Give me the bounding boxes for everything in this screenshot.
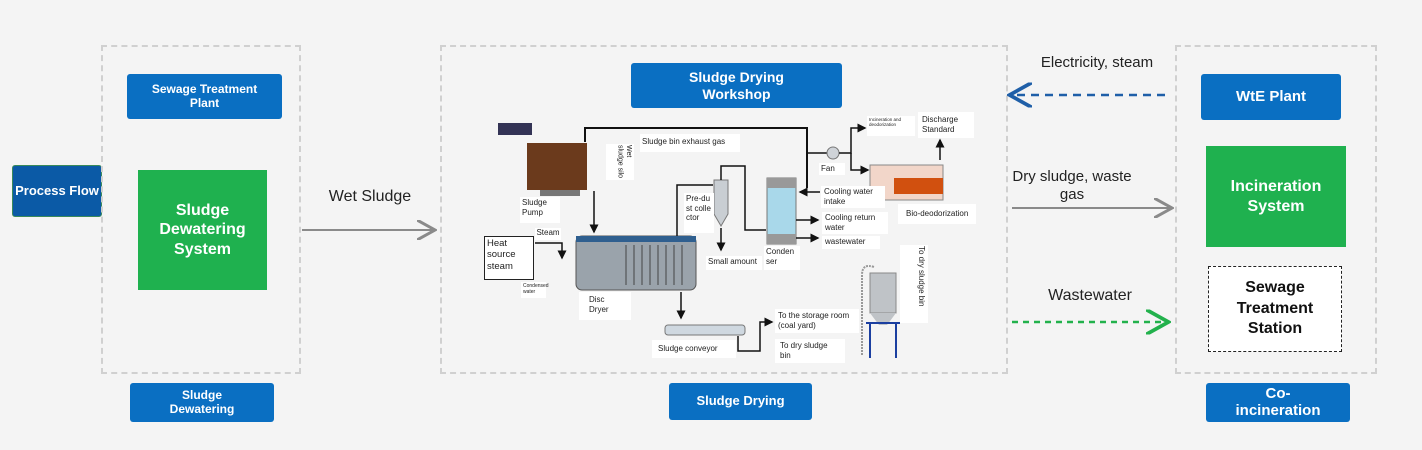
label-sludge-conveyor: Sludge conveyor: [652, 340, 736, 358]
label-steam: Steam: [535, 228, 561, 240]
sludge-dewatering-system: Sludge Dewatering System: [138, 170, 267, 290]
label-discharge-standard: Discharge Standard: [918, 112, 974, 138]
label-pre-dust-collector: Pre-dust collector: [684, 193, 714, 233]
process-schematic: [498, 123, 945, 358]
wte-plant-label: WtE Plant: [1201, 74, 1341, 120]
wet-sludge-label: Wet Sludge: [328, 188, 412, 205]
process-flow-label: Process Flow: [12, 165, 102, 217]
label-sludge-pump: Sludge Pump: [520, 197, 560, 223]
sludge-drying-area: [440, 45, 1008, 374]
wet-sludge-silo-icon: [527, 143, 587, 190]
truck-icon: [498, 123, 532, 135]
label-bio-deodorization: Bio-deodorization: [898, 204, 976, 224]
label-incineration-deodorization: Incineration and deodorization: [867, 116, 915, 136]
label-cooling-water-intake: Cooling water intake: [821, 186, 885, 208]
co-incineration-area: [1175, 45, 1377, 374]
co-incineration-label: Co-incineration: [1206, 383, 1350, 422]
sewage-treatment-plant-label: Sewage Treatment Plant: [127, 74, 282, 119]
label-wet-sludge-silo: Wet sludge silo: [606, 144, 634, 180]
sewage-treatment-station: Sewage Treatment Station: [1208, 266, 1342, 352]
label-to-dry-sludge-bin: To dry sludge bin: [775, 339, 845, 363]
sludge-drying-label: Sludge Drying: [669, 383, 812, 420]
wastewater-label: Wastewater: [1048, 287, 1132, 304]
label-wastewater: wastewater: [822, 236, 880, 249]
sludge-dewatering-label: Sludge Dewatering: [130, 383, 274, 422]
label-small-amount: Small amount: [706, 256, 762, 270]
sludge-conveyor-icon: [664, 324, 746, 336]
fan-icon: [826, 146, 840, 160]
sludge-dewatering-area: [101, 45, 301, 374]
incineration-system: Incineration System: [1206, 146, 1346, 247]
label-disc-dryer: Disc Dryer: [579, 292, 631, 320]
label-cooling-return-water: Cooling return water: [822, 212, 888, 234]
sludge-drying-workshop-label: Sludge Drying Workshop: [631, 63, 842, 108]
dry-sludge-waste-gas-label: Dry sludge, waste gas: [1012, 168, 1132, 203]
label-exhaust-gas: Sludge bin exhaust gas: [640, 134, 740, 152]
label-fan: Fan: [819, 163, 845, 175]
dry-sludge-bin-icon: [869, 272, 897, 314]
label-heat-source-steam: Heat source steam: [484, 236, 534, 280]
dust-collector-icon: [713, 179, 729, 227]
label-to-dry-sludge-bin-vertical: To dry sludge bin: [900, 245, 928, 323]
electricity-steam-label: Electricity, steam: [1040, 54, 1154, 71]
disc-dryer-icon: [575, 235, 697, 291]
label-condensed-water: Condensed water: [521, 282, 549, 298]
label-storage-room: To the storage room (coal yard): [775, 309, 859, 333]
label-condenser: Condenser: [764, 246, 800, 270]
